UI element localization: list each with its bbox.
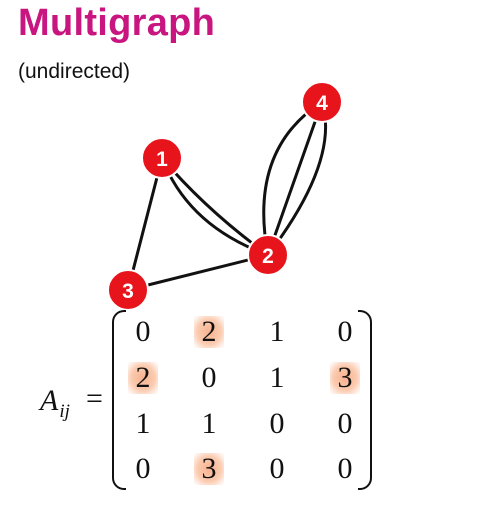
edge-2-3 [126,253,270,292]
matrix-cell-3-1: 1 [135,407,151,440]
matrix-label-main: A [40,384,59,417]
matrix-cell-4-4: 0 [337,452,353,485]
matrix-cell-3-2: 1 [201,407,217,440]
matrix-label: Aij [40,384,70,422]
edge-2-4-b [266,100,324,257]
matrix-label-subscript: ij [59,401,70,422]
node-1-label: 1 [156,148,168,171]
node-3-label: 3 [122,280,134,303]
page-title: Multigraph [18,2,216,44]
matrix-cell-3-4: 0 [337,407,353,440]
node-4-label: 4 [316,92,328,115]
matrix-cell-2-3: 1 [269,361,285,394]
adjacency-matrix: 0 2 1 0 2 0 1 3 1 1 0 0 0 3 0 0 [108,310,376,490]
node-2: 2 [247,234,289,276]
matrix-right-bracket [358,310,372,490]
edge-1-2-b [160,156,270,257]
matrix-cell-3-3: 0 [269,407,285,440]
edge-1-3 [126,156,164,292]
matrix-cell-1-4: 0 [337,315,353,348]
matrix-cell-2-1: 2 [128,362,158,394]
matrix-cell-4-1: 0 [135,452,151,485]
page-subtitle: (undirected) [18,60,131,83]
matrix-cell-2-4: 3 [330,362,360,394]
matrix-left-bracket [112,310,126,490]
node-1: 1 [141,137,183,179]
matrix-cell-4-2: 3 [194,453,224,485]
matrix-cell-4-3: 0 [269,452,285,485]
matrix-cell-1-2: 2 [194,316,224,348]
edges-group [126,100,328,292]
edge-1-2-a [160,156,270,257]
node-3: 3 [107,269,149,311]
multigraph-diagram: 1 2 3 4 [107,81,343,311]
matrix-equals-sign: = [86,382,103,415]
node-2-label: 2 [262,245,274,268]
matrix-cell-1-1: 0 [135,315,151,348]
node-4: 4 [301,81,343,123]
matrix-cell-2-2: 0 [201,361,217,394]
matrix-cell-1-3: 1 [269,315,285,348]
